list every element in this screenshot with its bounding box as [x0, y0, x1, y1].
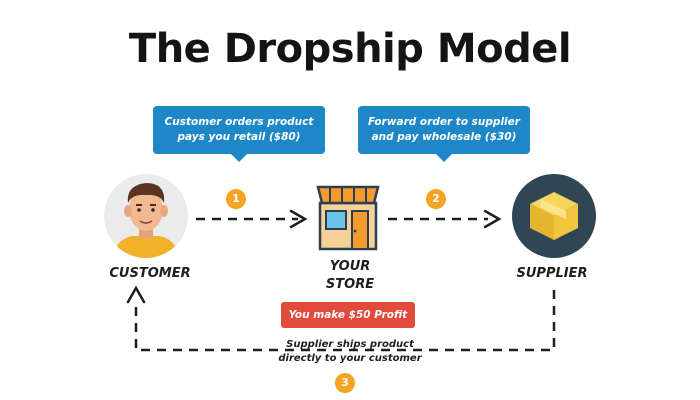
customer-label: CUSTOMER — [109, 266, 191, 281]
step-3-badge: 3 — [335, 373, 355, 393]
bubble-line: pays you retail ($80) — [177, 131, 301, 143]
store-icon — [316, 185, 380, 251]
profit-badge: You make $50 Profit — [281, 302, 415, 328]
arrowhead-right-1 — [289, 209, 308, 229]
forward-order-bubble: Forward order to supplier and pay wholes… — [358, 106, 530, 162]
store-label-line: STORE — [325, 277, 375, 292]
shipping-note: Supplier ships product directly to your … — [260, 338, 440, 366]
step-1-badge: 1 — [226, 189, 246, 209]
bubble-line: Forward order to supplier — [368, 116, 520, 128]
step-2-badge: 2 — [426, 189, 446, 209]
bubble-line: and pay wholesale ($30) — [371, 131, 517, 143]
bubble-line: Customer orders product — [164, 116, 314, 128]
customer-avatar-icon — [104, 174, 188, 258]
arrowhead-up — [126, 285, 146, 304]
customer-order-bubble: Customer orders product pays you retail … — [153, 106, 325, 162]
shipping-note-line: directly to your customer — [278, 353, 422, 364]
arrowhead-right-2 — [483, 209, 502, 229]
return-path-supplier-to-customer — [134, 290, 556, 352]
store-label: YOUR STORE — [300, 258, 400, 294]
supplier-label: SUPPLIER — [516, 266, 588, 281]
store-label-line: YOUR — [329, 259, 371, 274]
page-title: The Dropship Model — [128, 26, 572, 72]
package-box-icon — [512, 174, 596, 258]
shipping-note-line: Supplier ships product — [286, 339, 414, 350]
